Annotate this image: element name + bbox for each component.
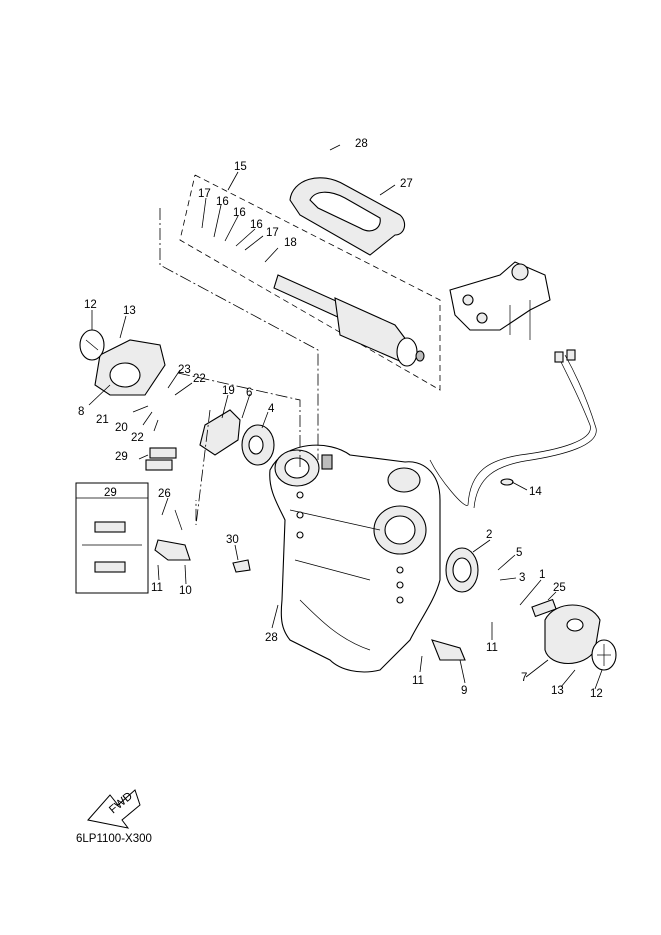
- callout-11-right: 11: [486, 642, 498, 654]
- callout-5: 5: [516, 547, 522, 559]
- callout-21: 21: [96, 414, 109, 426]
- callout-1: 1: [539, 569, 545, 581]
- callout-12-left: 12: [84, 299, 97, 311]
- callout-labels: 28 27 15 17 16 16 16 17 18 12 13 23 22 1…: [78, 138, 603, 700]
- callout-13-left: 13: [123, 305, 136, 317]
- doc-code: 6LP1100-X300: [76, 833, 152, 845]
- callout-12-right: 12: [590, 688, 603, 700]
- callout-30: 30: [226, 534, 239, 546]
- callout-10: 10: [179, 585, 192, 597]
- callout-25: 25: [553, 582, 566, 594]
- callout-14: 14: [529, 486, 542, 498]
- callout-28-bottom: 28: [265, 632, 278, 644]
- inset-title-29: 29: [104, 487, 117, 499]
- bracket-9: [431, 639, 466, 661]
- sensor-plate-2: [445, 547, 479, 593]
- callout-3: 3: [519, 572, 525, 584]
- seal-12-left: [79, 329, 105, 361]
- callout-8: 8: [78, 406, 84, 418]
- callout-27: 27: [400, 178, 413, 190]
- fwd-arrow-icon: FWD: [87, 789, 141, 829]
- bolt-25: [531, 598, 557, 618]
- callout-13-right: 13: [551, 685, 564, 697]
- callout-7: 7: [521, 672, 527, 684]
- steering-shaft: [273, 274, 425, 367]
- steering-bracket-assy: [449, 261, 551, 340]
- bracket-19: [199, 409, 241, 456]
- callout-16-a: 16: [216, 196, 229, 208]
- group-15-dashed-box: [179, 174, 441, 391]
- callout-15: 15: [234, 161, 247, 173]
- callout-17-a: 17: [198, 188, 211, 200]
- fittings-29: [145, 447, 177, 471]
- callout-2: 2: [486, 529, 492, 541]
- callout-16-c: 16: [250, 219, 263, 231]
- cable-14: [429, 349, 597, 509]
- callout-18: 18: [284, 237, 297, 249]
- callout-24: 23: [178, 364, 191, 376]
- callout-9: 9: [461, 685, 467, 697]
- cap-12-right: [591, 639, 617, 671]
- callout-11-left: 11: [151, 582, 163, 594]
- callout-19: 19: [222, 385, 235, 397]
- callout-28-top: 28: [355, 138, 368, 150]
- plate-4: [241, 424, 275, 466]
- callout-22: 22: [131, 432, 144, 444]
- callout-4: 4: [268, 403, 275, 415]
- left-cover-8: [94, 339, 166, 396]
- jet-pump-housing: [269, 444, 441, 673]
- grommet-30: [232, 559, 251, 573]
- callout-29: 29: [115, 451, 128, 463]
- callout-17-b: 17: [266, 227, 279, 239]
- cover-27: [289, 177, 406, 256]
- bracket-10: [154, 509, 191, 561]
- callout-16-b: 16: [233, 207, 246, 219]
- callout-26: 26: [158, 488, 171, 500]
- callout-6: 6: [246, 387, 252, 399]
- callout-20: 20: [115, 422, 128, 434]
- leader-lines: [88, 144, 603, 690]
- inset-box-29: [75, 482, 149, 594]
- callout-11-bottom: 11: [412, 675, 424, 687]
- callout-23: 22: [193, 373, 206, 385]
